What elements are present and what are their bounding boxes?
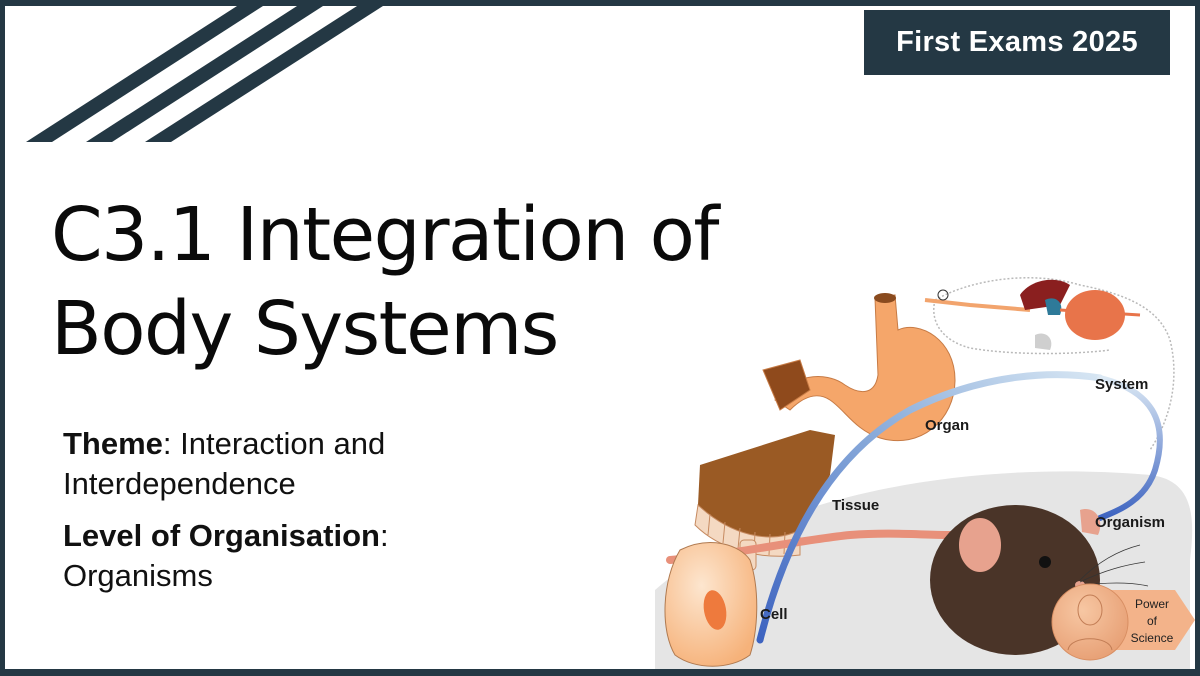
level-separator: : — [379, 518, 389, 553]
label-cell: Cell — [760, 606, 788, 623]
page-title: C3.1 Integration of Body Systems — [51, 188, 871, 376]
logo-line-3: Science — [1130, 631, 1174, 645]
theme-value: Interaction and Interdependence — [63, 426, 386, 501]
theme-label: Theme — [63, 426, 163, 461]
levels-of-organisation-illustration: Cell Tissue Organ System Organism Power … — [650, 260, 1195, 669]
label-system: System — [1095, 376, 1149, 393]
logo-line-1: Power — [1134, 597, 1169, 611]
power-of-science-logo: Power of Science — [1127, 596, 1177, 647]
level-value: Organisms — [63, 558, 213, 593]
level-row: Level of Organisation: Organisms — [63, 516, 523, 596]
theme-row: Theme: Interaction and Interdependence — [63, 424, 523, 504]
logo-line-2: of — [1146, 614, 1157, 628]
label-tissue: Tissue — [832, 497, 880, 514]
label-organism: Organism — [1095, 514, 1166, 531]
label-organ: Organ — [925, 417, 970, 434]
title-line-2: Body Systems — [51, 286, 559, 372]
topic-meta: Theme: Interaction and Interdependence L… — [63, 424, 523, 608]
title-line-1: C3.1 Integration of — [51, 192, 719, 278]
level-label: Level of Organisation — [63, 518, 380, 553]
diagonal-stripes-decoration — [26, 6, 383, 142]
slide: First Exams 2025 C3.1 Integration of Bod… — [5, 6, 1195, 669]
first-exams-badge: First Exams 2025 — [864, 10, 1170, 75]
badge-label: First Exams 2025 — [896, 26, 1138, 58]
illustration-graphic — [655, 277, 1195, 669]
theme-separator: : — [162, 426, 172, 461]
